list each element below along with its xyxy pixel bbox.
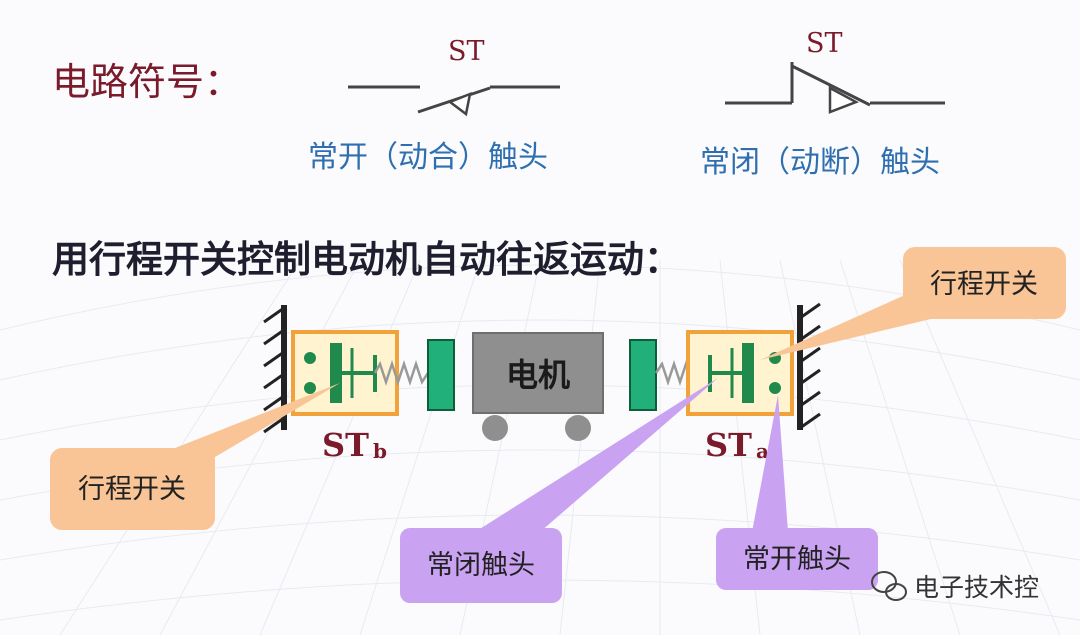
callout-travel-switch-right: 行程开关 — [760, 247, 1066, 360]
nc-contact-tag: ST — [806, 28, 843, 59]
svg-text:a: a — [756, 439, 769, 463]
striker-right — [629, 339, 657, 411]
nc-contact-symbol — [725, 62, 945, 114]
switch-sta — [686, 330, 794, 416]
svg-text:电子技术控: 电子技术控 — [914, 573, 1039, 602]
switch-stb-label: ST b — [322, 426, 387, 464]
no-contact-caption: 常开（动合）触头 — [308, 140, 548, 175]
svg-text:常闭触头: 常闭触头 — [427, 550, 535, 581]
callout-nc-contact: 常闭触头 — [400, 378, 718, 603]
no-contact-symbol — [348, 85, 560, 117]
switch-sta-label: ST a — [705, 426, 769, 464]
svg-text:ST: ST — [705, 426, 752, 464]
svg-text:ST: ST — [322, 426, 369, 464]
svg-text:行程开关: 行程开关 — [930, 269, 1038, 300]
no-contact-tag: ST — [448, 36, 485, 67]
nc-contact-caption: 常闭（动断）触头 — [700, 145, 940, 180]
motor — [472, 332, 604, 441]
symbols-heading: 电路符号： — [52, 60, 242, 104]
control-heading: 用行程开关控制电动机自动往返运动： — [52, 238, 681, 281]
spring-left — [373, 360, 430, 386]
wechat-icon — [871, 571, 907, 601]
svg-text:行程开关: 行程开关 — [78, 474, 186, 505]
watermark: 电子技术控 — [871, 571, 1039, 602]
callout-travel-switch-left: 行程开关 — [50, 383, 340, 530]
svg-text:常开触头: 常开触头 — [743, 544, 851, 575]
motor-label: 电机 — [506, 356, 570, 394]
callout-no-contact: 常开触头 — [716, 395, 878, 590]
switch-stb — [291, 330, 399, 416]
svg-text:b: b — [373, 439, 387, 463]
right-wall — [797, 302, 821, 430]
striker-left — [427, 339, 455, 411]
